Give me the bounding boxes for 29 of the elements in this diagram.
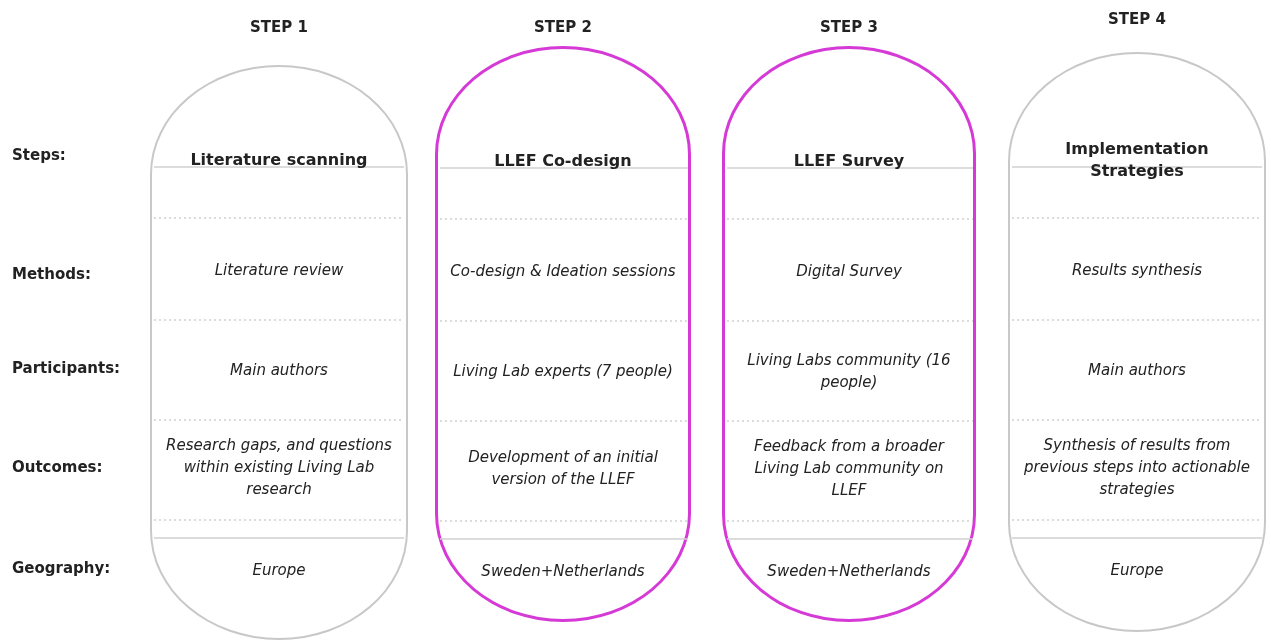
step-heading: STEP 4 [1107,10,1167,28]
geography-text: Europe [251,560,307,581]
outcome-text: Research gaps, and questions within existing Living Lab research [165,435,393,500]
method-text: Co-design & Ideation sessions [449,261,677,282]
geography-text: Europe [1109,560,1165,581]
geography-text: Sweden+Netherlands [480,561,646,582]
participants-text: Living Labs community (16 people) [746,350,952,393]
outcome-text: Development of an initial version of the LLEF [467,447,659,490]
outcome-text: Feedback from a broader Living Lab community on LLEF [753,436,946,501]
geography-text: Sweden+Netherlands [766,561,932,582]
method-text: Literature review [213,260,345,281]
step-title: Literature scanning [189,149,369,171]
outcome-text: Synthesis of results from previous steps into actionable strategies [1022,435,1251,500]
row-label: Outcomes: [12,458,103,476]
step-title: Implementation Strategies [1064,138,1210,182]
row-label: Steps: [12,146,66,164]
method-text: Digital Survey [795,261,903,282]
method-text: Results synthesis [1070,260,1204,281]
step-heading: STEP 2 [533,18,593,36]
step-title: LLEF Co-design [493,150,633,172]
participants-text: Living Lab experts (7 people) [452,361,674,382]
step-title: LLEF Survey [792,150,906,172]
row-label: Methods: [12,265,91,283]
participants-text: Main authors [1087,360,1187,381]
row-label: Participants: [12,359,121,377]
participants-text: Main authors [229,360,329,381]
row-label: Geography: [12,559,111,577]
step-heading: STEP 1 [249,18,309,36]
step-heading: STEP 3 [819,18,879,36]
